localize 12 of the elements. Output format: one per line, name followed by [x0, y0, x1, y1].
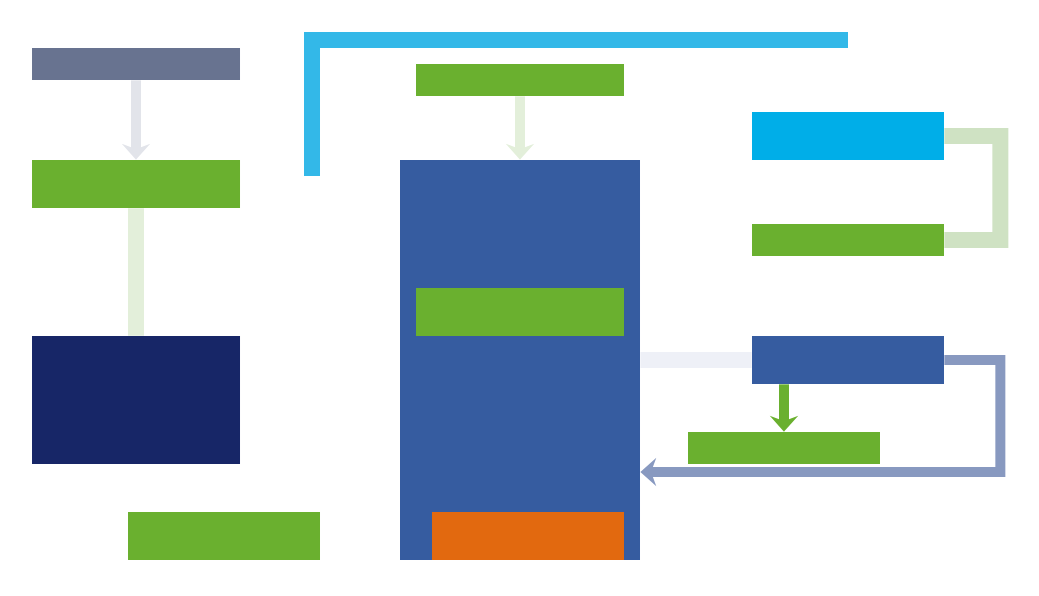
- connector: [640, 352, 752, 368]
- process-box: [416, 64, 624, 96]
- process-box: [432, 512, 624, 560]
- process-box: [32, 160, 240, 208]
- process-box: [416, 288, 624, 336]
- process-box: [752, 336, 944, 384]
- connector: [128, 208, 144, 336]
- process-box: [128, 512, 320, 560]
- process-box: [32, 336, 240, 464]
- process-box: [32, 48, 240, 80]
- process-box: [752, 112, 944, 160]
- process-box: [752, 224, 944, 256]
